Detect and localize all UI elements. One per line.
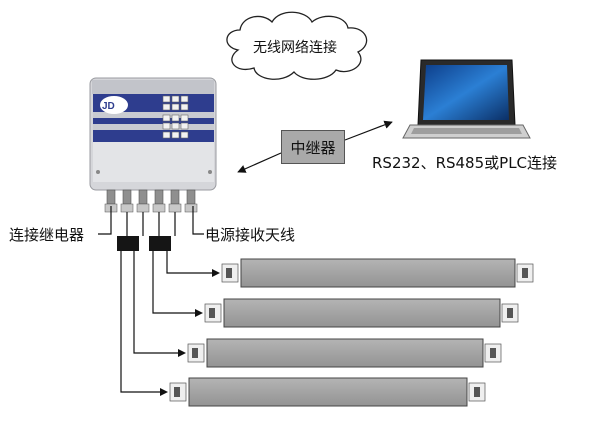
rod-1 (221, 258, 534, 288)
rod-4 (169, 377, 486, 407)
rod-2 (204, 298, 519, 328)
controller-box-icon: JD (89, 77, 217, 213)
junction-block-2 (149, 236, 171, 251)
cloud-icon (226, 11, 368, 80)
rod-3 (187, 338, 502, 368)
logo-text: JD (102, 101, 115, 112)
relay-label: 中继器 (290, 138, 336, 157)
right-port-label: 电源接收天线 (205, 226, 296, 244)
laptop-icon (402, 59, 531, 139)
cloud-label: 无线网络连接 (253, 40, 337, 56)
junction-block-1 (117, 236, 139, 251)
connection-label: RS232、RS485或PLC连接 (372, 154, 558, 172)
relay-box: 中继器 (281, 130, 345, 164)
left-port-label: 连接继电器 (9, 226, 85, 244)
